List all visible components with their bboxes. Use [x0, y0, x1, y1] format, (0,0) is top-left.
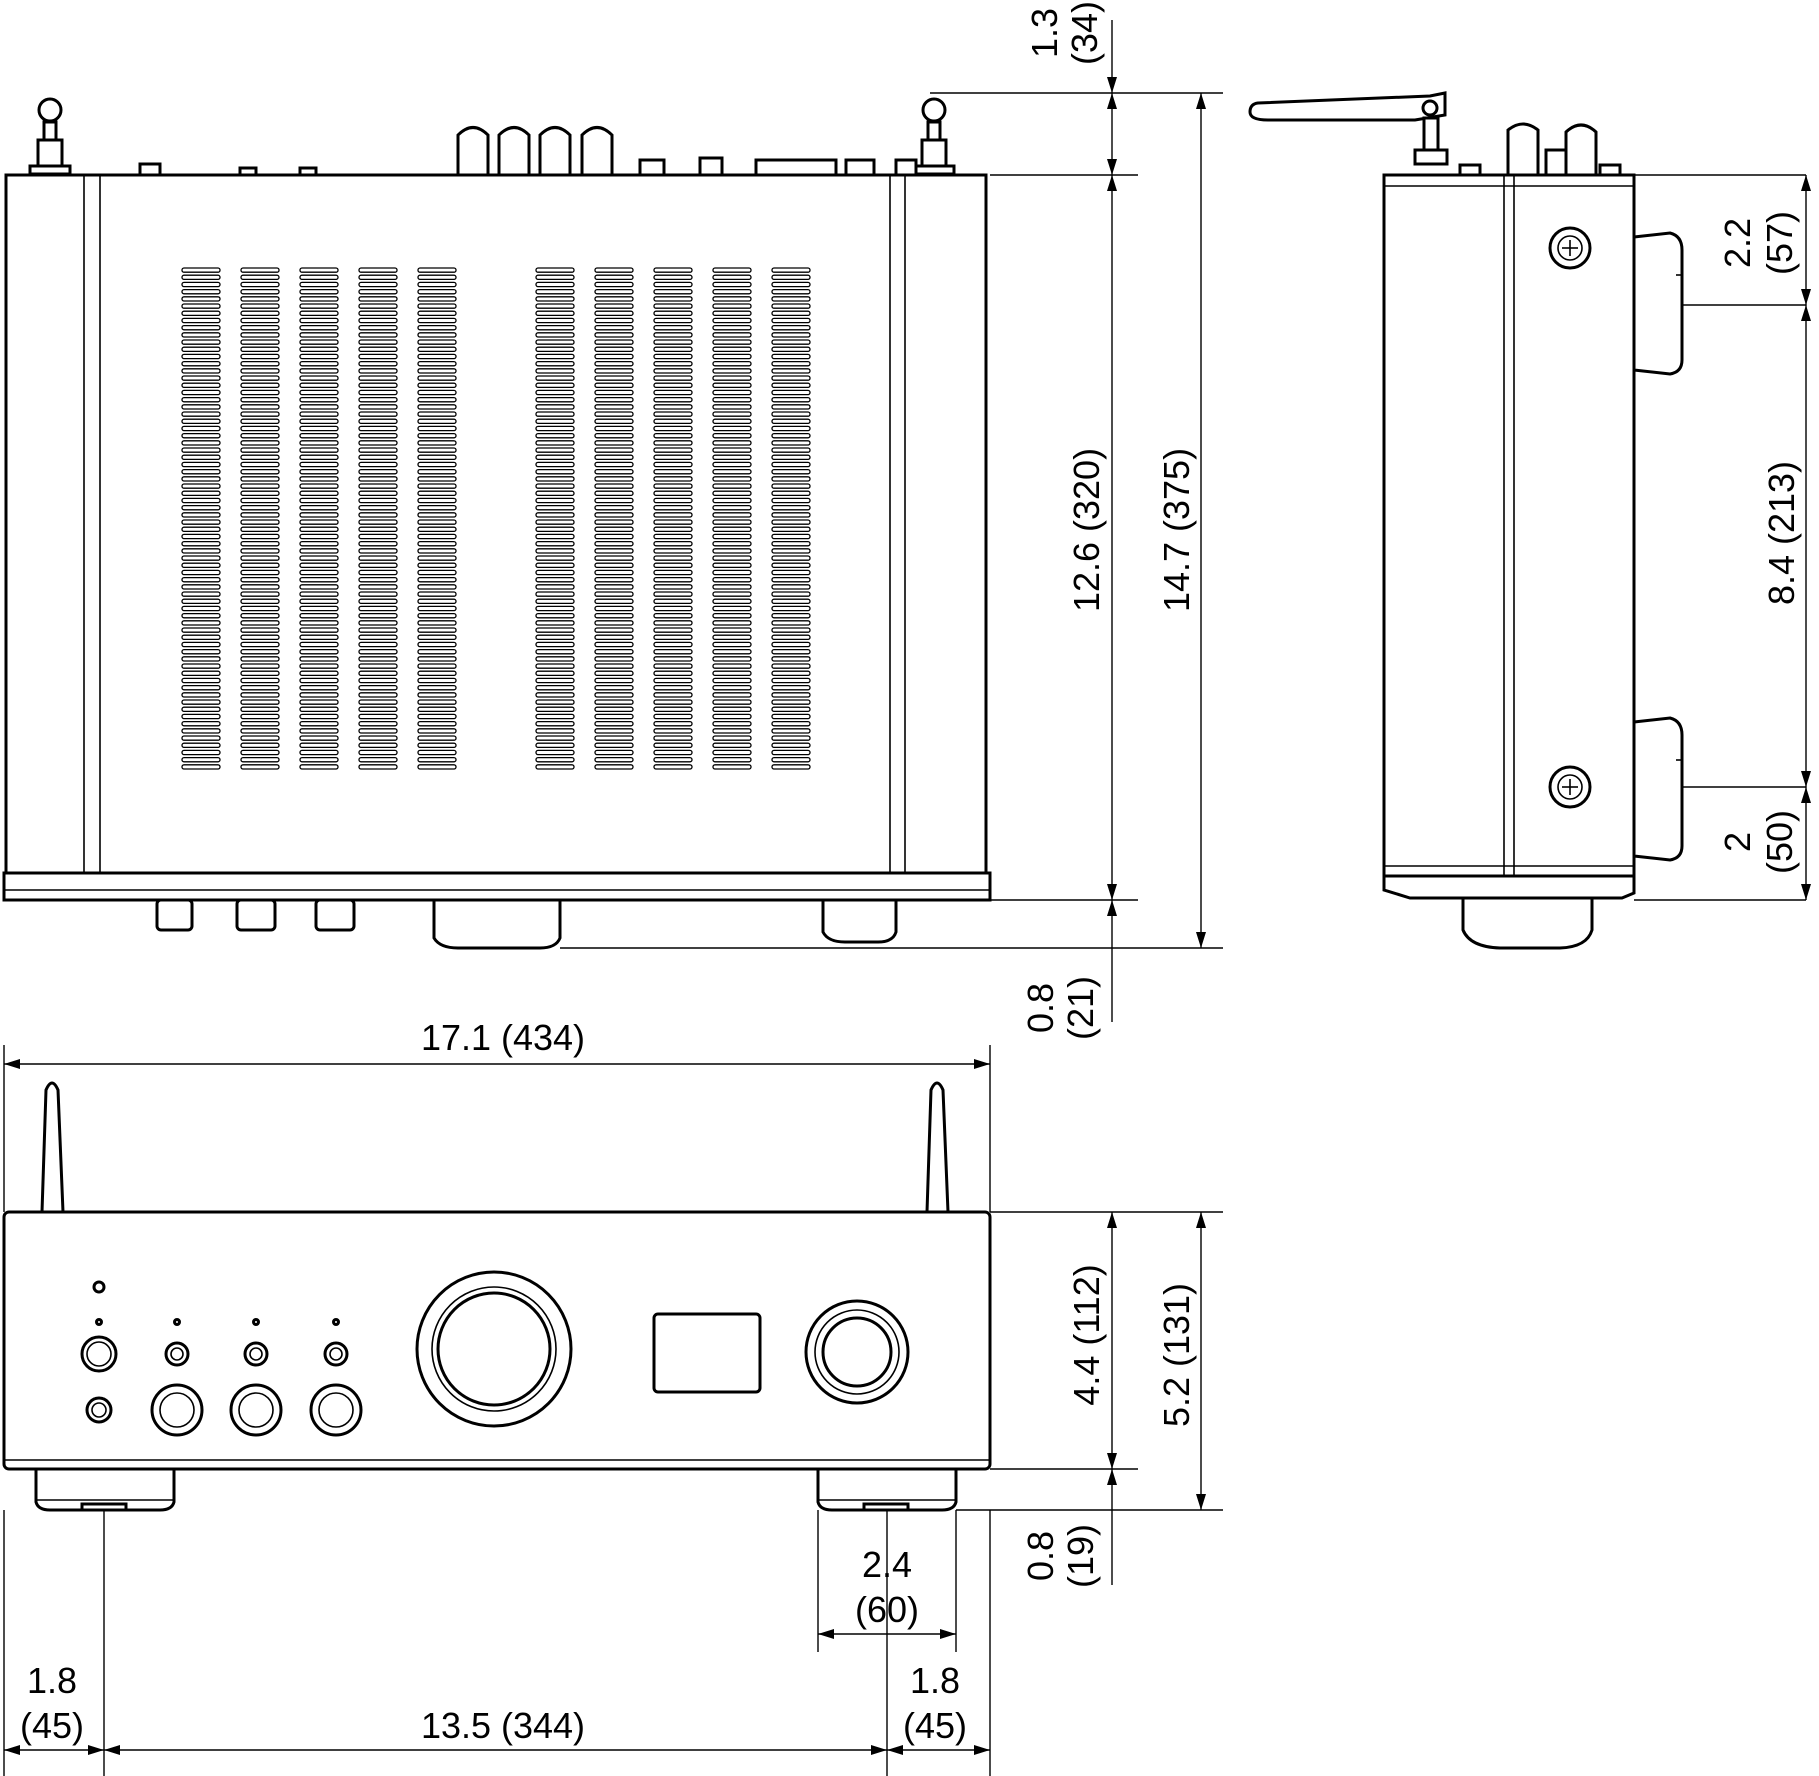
top-chassis [4, 173, 988, 879]
label-foot-width-mm: (60) [855, 1589, 919, 1630]
side-foot-bottom [1632, 716, 1684, 862]
top-right-antenna [912, 97, 956, 176]
label-left-mm: (45) [20, 1705, 84, 1746]
front-chassis [2, 1210, 992, 1471]
front-feet [34, 1467, 958, 1512]
side-front-panel [1382, 874, 1636, 900]
label-top-1-3-in: 1.3 [1024, 8, 1065, 58]
label-span: 13.5 (344) [421, 1705, 585, 1746]
side-screw-bottom [1548, 765, 1592, 809]
label-total-depth: 14.7 (375) [1156, 448, 1197, 612]
side-view [1248, 91, 1684, 950]
label-side-2-mm: (50) [1759, 810, 1800, 874]
front-controls [80, 1270, 910, 1437]
top-rear-connectors [138, 126, 918, 177]
label-top-0-8-mm: (21) [1060, 976, 1101, 1040]
label-body-depth: 12.6 (320) [1066, 448, 1107, 612]
front-left-antenna [40, 1081, 65, 1214]
side-foot-top [1632, 231, 1684, 376]
top-vents [181, 267, 811, 770]
label-side-2-2-mm: (57) [1759, 211, 1800, 275]
front-right-antenna [925, 1081, 950, 1214]
label-side-8-4: 8.4 (213) [1761, 461, 1802, 605]
dimension-arrows [4, 77, 1811, 1755]
front-view [2, 1081, 992, 1512]
label-front-total-height: 5.2 (131) [1156, 1283, 1197, 1427]
dimension-labels: 1.3 (34) 12.6 (320) 14.7 (375) 0.8 (21) … [20, 1, 1802, 1746]
top-left-antenna [28, 97, 72, 176]
label-left-in: 1.8 [27, 1660, 77, 1701]
label-side-2-2-in: 2.2 [1717, 218, 1758, 268]
label-right-mm: (45) [903, 1705, 967, 1746]
side-rear-connectors [1458, 122, 1622, 177]
label-right-in: 1.8 [910, 1660, 960, 1701]
side-chassis [1382, 173, 1636, 878]
side-front-foot [1461, 896, 1594, 950]
dimension-lines [3, 20, 1807, 1776]
label-front-foot-h-in: 0.8 [1020, 1531, 1061, 1581]
top-front-controls [155, 898, 898, 950]
label-foot-width-in: 2.4 [862, 1544, 912, 1585]
label-front-body-height: 4.4 (112) [1066, 1264, 1107, 1405]
label-front-foot-h-mm: (19) [1060, 1524, 1101, 1588]
top-front-panel [2, 871, 992, 902]
side-screw-top [1548, 226, 1592, 270]
side-antenna [1248, 91, 1449, 166]
label-top-1-3-mm: (34) [1064, 1, 1105, 65]
label-front-width: 17.1 (434) [421, 1017, 585, 1058]
label-side-2-in: 2 [1717, 832, 1758, 852]
top-view [2, 97, 992, 950]
label-top-0-8-in: 0.8 [1020, 983, 1061, 1033]
